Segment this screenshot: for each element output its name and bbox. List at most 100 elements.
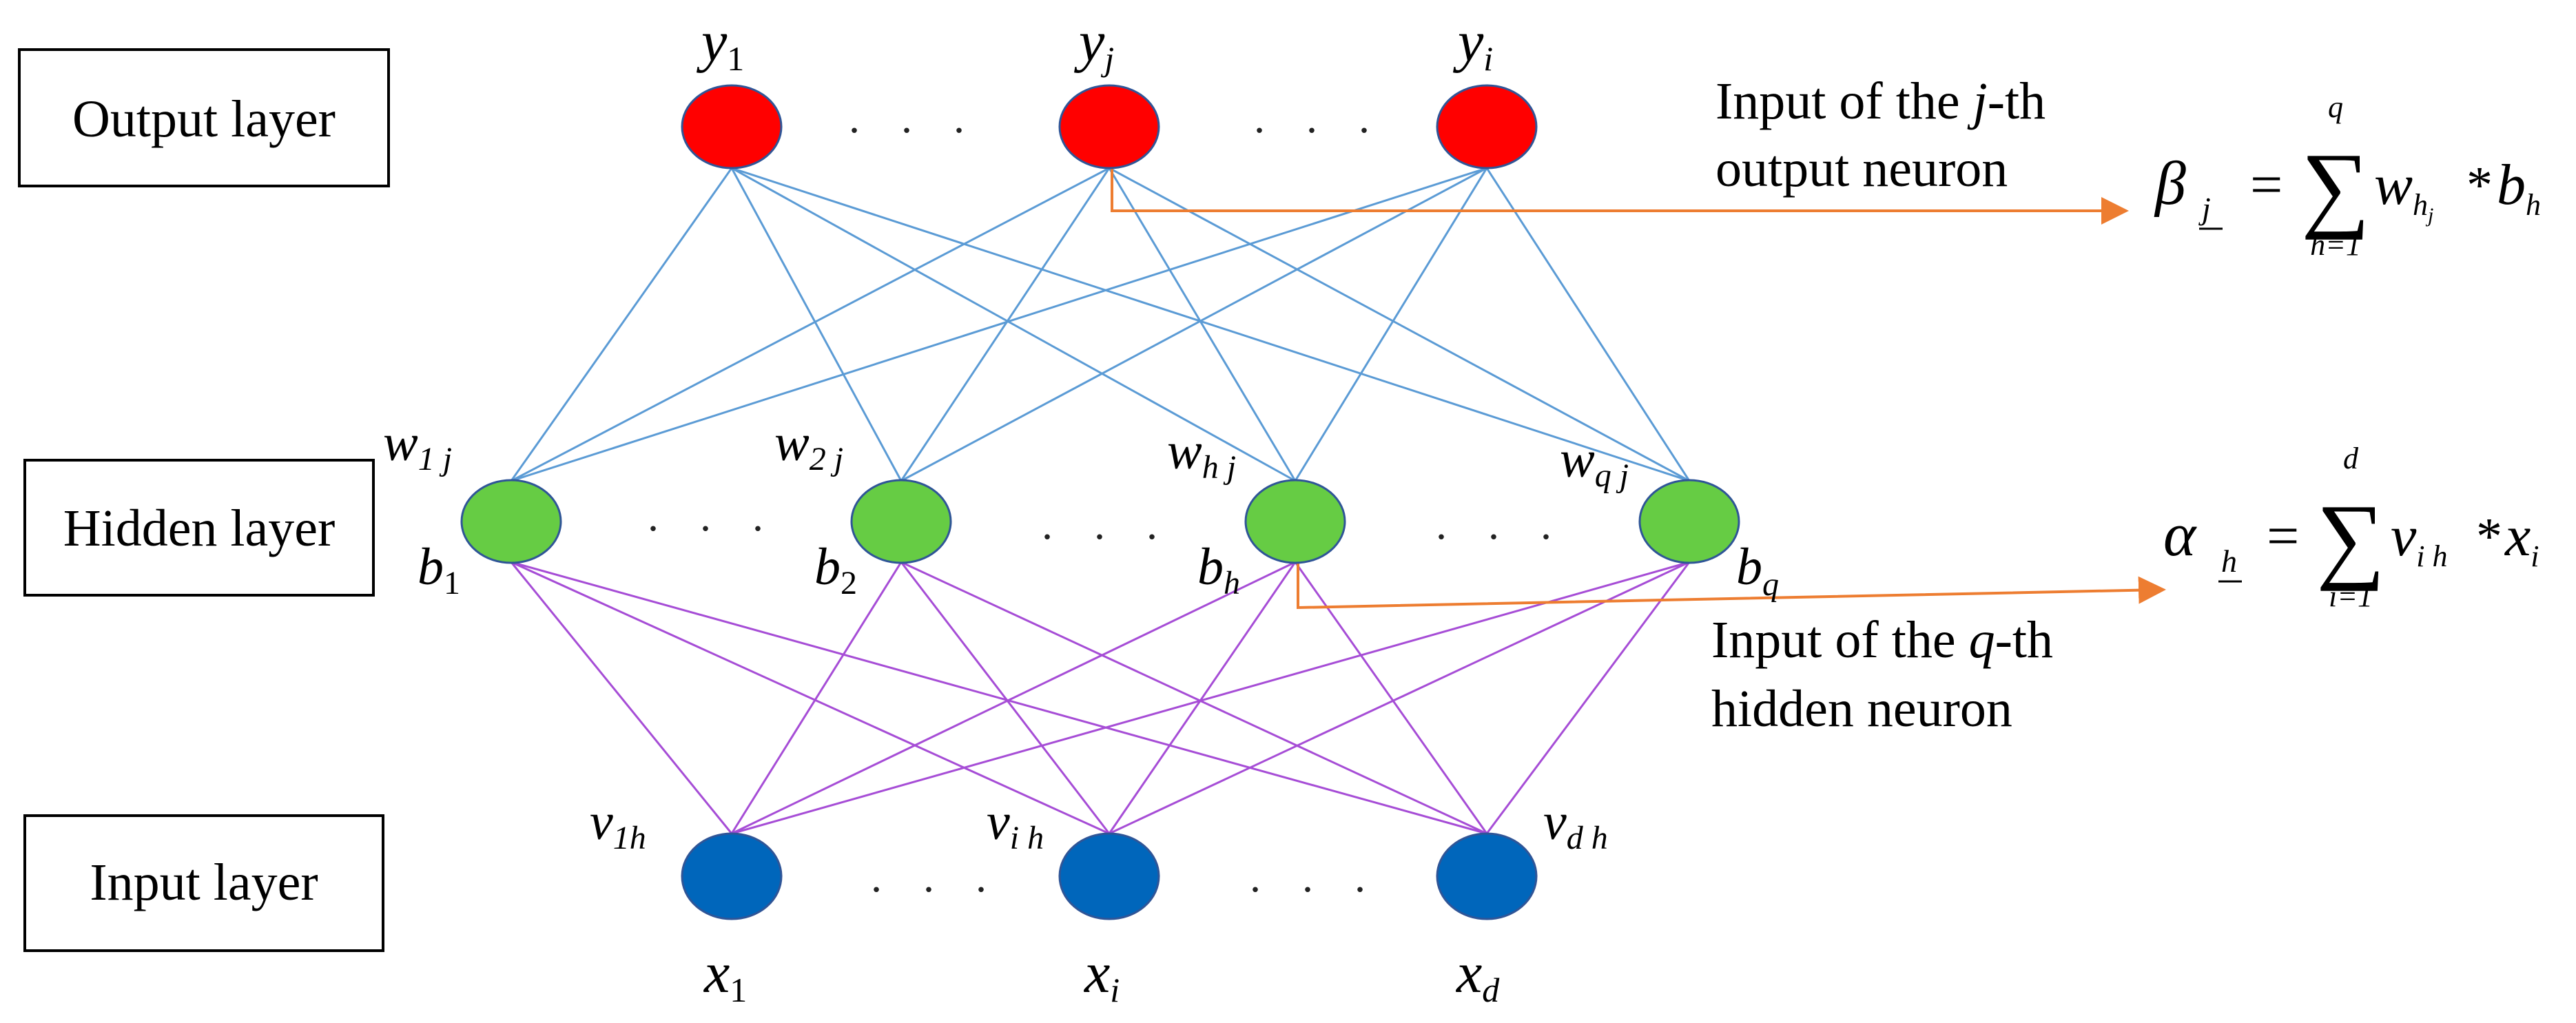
arrow-hidden-input: [1297, 562, 2166, 610]
label-w2j: w2 j: [774, 414, 843, 477]
output-node-labels: y1 yj yi: [696, 10, 1493, 78]
alpha-lower: i=1: [2329, 579, 2373, 613]
alpha-lhs-sub: h: [2221, 544, 2237, 579]
annotation-hidden-line2: hidden neuron: [1711, 680, 2012, 738]
hidden-node-2: [850, 479, 952, 564]
edge: [511, 167, 1487, 482]
input-node-i: [1058, 832, 1160, 920]
edge: [510, 561, 733, 834]
edge: [731, 561, 1690, 835]
edge: [511, 167, 1110, 482]
edge: [1294, 167, 1488, 482]
output-layer-nodes: [681, 84, 1538, 169]
edge: [900, 561, 1487, 835]
annotation-output-input: Input of the j-th output neuron: [1715, 72, 2046, 198]
edge: [511, 561, 1110, 835]
beta-star: *: [2466, 156, 2493, 214]
alpha-upper: d: [2343, 442, 2359, 475]
annotation-hidden-line1: Input of the q-th: [1711, 611, 2053, 669]
edge: [1109, 561, 1690, 835]
input-layer-nodes: [681, 832, 1538, 920]
label-b1: b1: [418, 538, 460, 601]
formula-alpha: α h = d ∑ i=1 vi h * xi: [2163, 442, 2539, 613]
label-vih: vi h: [987, 793, 1044, 856]
label-xd: xd: [1455, 941, 1500, 1009]
output-node-1: [681, 84, 783, 169]
edge: [900, 167, 1487, 482]
label-y1: y1: [696, 10, 744, 78]
beta-b: bh: [2497, 153, 2541, 222]
edge: [1485, 561, 1691, 834]
label-bh: bh: [1197, 538, 1240, 601]
hidden-bias-labels: b1 b2 bh bq: [418, 538, 1779, 603]
label-xi: xi: [1083, 941, 1120, 1009]
edge: [730, 167, 903, 482]
input-weight-labels: v1h vi h vd h: [590, 793, 1608, 856]
beta-sigma: ∑: [2301, 134, 2370, 240]
label-bq: bq: [1736, 538, 1779, 603]
alpha-star: *: [2476, 508, 2502, 566]
dots-hidden-2: . . .: [1042, 499, 1173, 548]
hidden-weight-labels: w1 j w2 j wh j wq j: [383, 414, 1629, 494]
alpha-equals: =: [2267, 504, 2299, 568]
output-node-j: [1058, 84, 1160, 169]
edge: [1108, 167, 1297, 482]
label-v1h: v1h: [590, 793, 646, 856]
output-node-i: [1436, 84, 1538, 169]
layer-label-input-text: Input layer: [90, 854, 318, 911]
layer-label-output-text: Output layer: [72, 90, 336, 148]
annotation-output-line1: Input of the j-th: [1715, 72, 2046, 130]
alpha-lhs: α: [2163, 501, 2197, 569]
beta-upper: q: [2328, 90, 2343, 124]
input-node-d: [1436, 832, 1538, 920]
edge: [730, 561, 903, 834]
alpha-x: xi: [2504, 504, 2539, 573]
edge: [731, 167, 1296, 482]
layer-label-hidden: Hidden layer: [23, 459, 375, 597]
edges-output-hidden: [510, 167, 1691, 482]
annotation-arrows: [1111, 168, 2166, 610]
edge: [731, 561, 1296, 835]
dots-input-2: . . .: [1250, 852, 1381, 901]
hidden-layer-nodes: [460, 479, 1740, 564]
edge: [1485, 167, 1691, 482]
edge: [900, 561, 1111, 834]
dots-hidden-3: . . .: [1436, 499, 1567, 548]
hidden-node-1: [460, 479, 562, 564]
input-node-labels: x1 xi xd: [703, 941, 1500, 1009]
annotation-hidden-input: Input of the q-th hidden neuron: [1711, 611, 2053, 738]
formula-beta: β j = q ∑ h=1 whj * bh: [2154, 90, 2541, 262]
beta-lhs: β: [2154, 149, 2186, 218]
edge: [511, 561, 1487, 835]
ellipsis-dots: . . . . . . . . . . . . . . . . . . . . …: [648, 93, 1567, 901]
alpha-sigma: ∑: [2316, 485, 2385, 592]
label-yi: yi: [1452, 10, 1493, 78]
hidden-node-h: [1244, 479, 1346, 564]
dots-output-1: . . .: [849, 93, 980, 142]
label-wqj: wq j: [1560, 431, 1629, 494]
label-x1: x1: [703, 941, 747, 1009]
label-vdh: vd h: [1543, 793, 1608, 856]
beta-w: whj: [2374, 153, 2433, 227]
annotation-output-line2: output neuron: [1715, 140, 2008, 198]
beta-lower: h=1: [2310, 228, 2361, 262]
beta-lhs-sub: j: [2198, 191, 2211, 226]
label-w1j: w1 j: [383, 414, 452, 477]
dots-input-1: . . .: [871, 852, 1002, 901]
layer-label-hidden-text: Hidden layer: [63, 499, 336, 557]
dots-hidden-1: . . .: [648, 491, 779, 540]
hidden-node-q: [1638, 479, 1740, 564]
arrow-output-input: [1111, 168, 2129, 225]
label-b2: b2: [814, 538, 857, 601]
edge: [1294, 561, 1488, 834]
dots-output-2: . . .: [1254, 93, 1385, 142]
edge: [510, 167, 733, 482]
layer-label-input: Input layer: [23, 814, 384, 952]
edges-hidden-input: [510, 561, 1691, 835]
layer-label-output: Output layer: [18, 48, 390, 187]
edge: [900, 167, 1111, 482]
edge: [1108, 561, 1297, 834]
label-whj: wh j: [1167, 422, 1236, 486]
label-yj: yj: [1073, 10, 1114, 78]
